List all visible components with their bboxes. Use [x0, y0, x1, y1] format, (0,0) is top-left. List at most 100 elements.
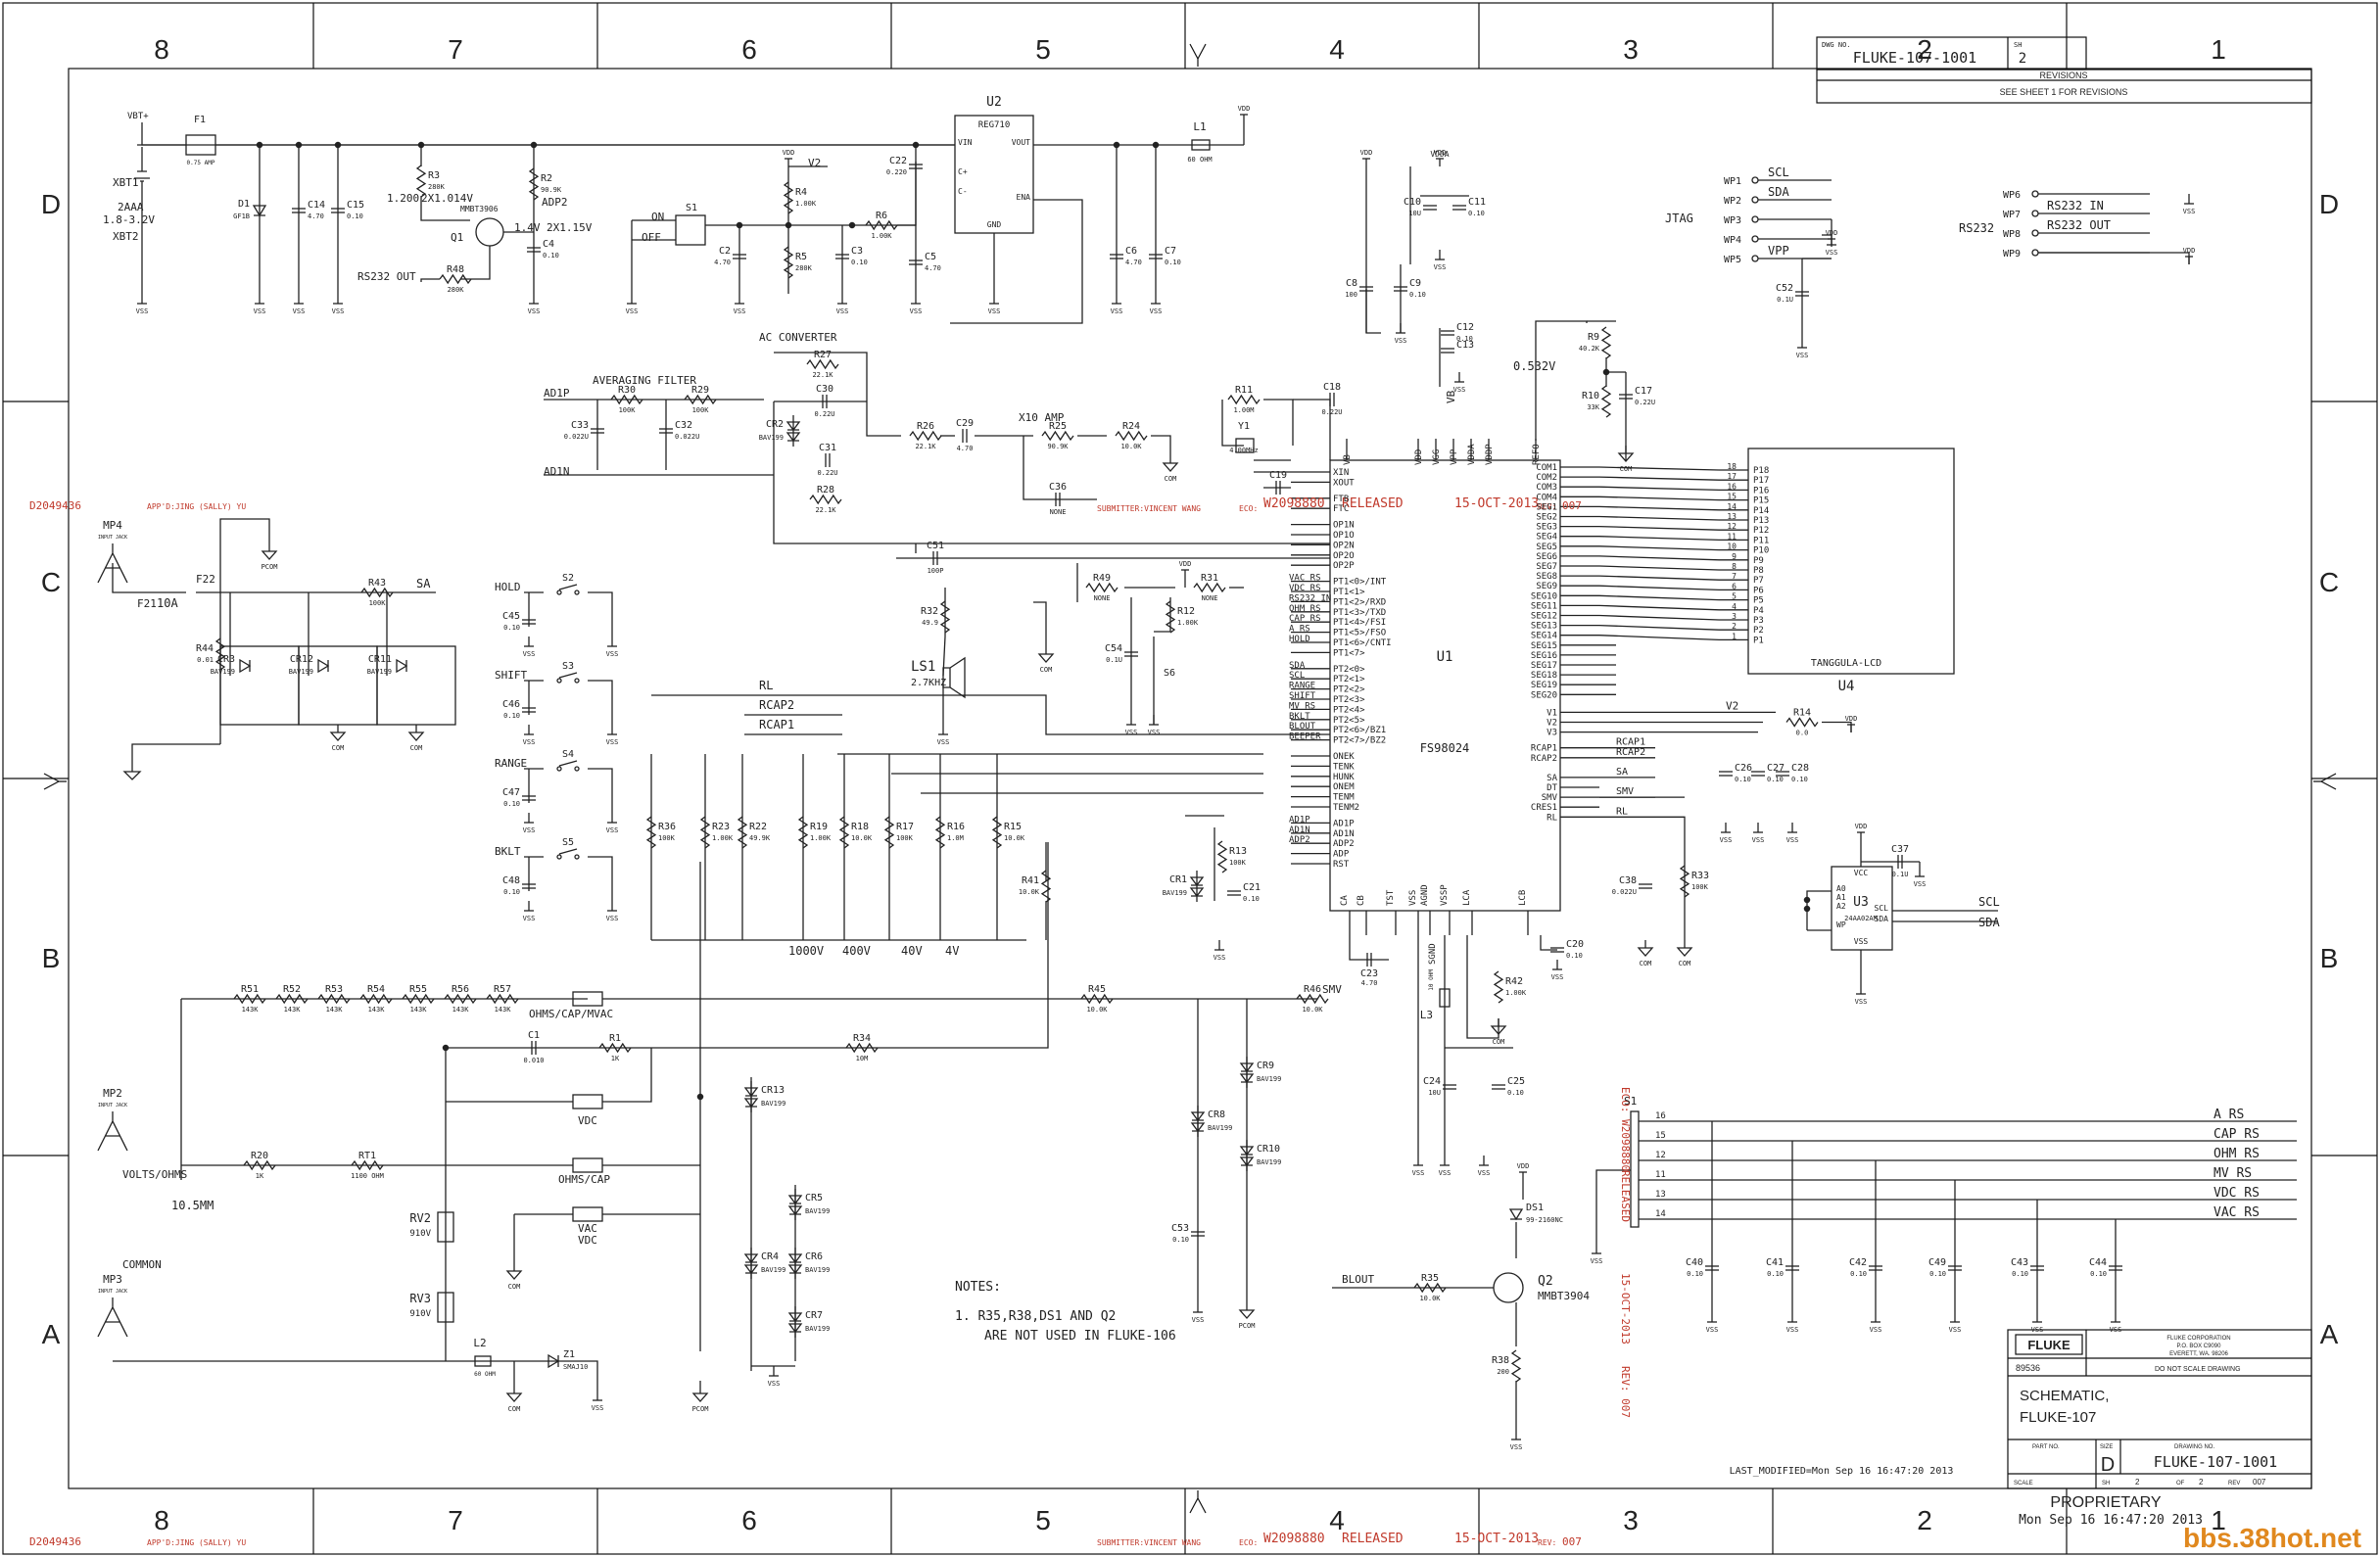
capacitor-value: 0.10: [1243, 895, 1260, 903]
resistor-r49: [1085, 582, 1119, 593]
capacitor-ref: C4: [543, 239, 554, 250]
u4-pin-label: P18: [1753, 466, 1769, 476]
diode-value: BAV199: [1208, 1124, 1232, 1132]
resistor-value: 1.00K: [871, 232, 892, 240]
switch-contact: [574, 590, 580, 595]
switch-position-label: VAC: [578, 1222, 597, 1235]
com-ground-symbol: [691, 1386, 709, 1402]
transistor-value: MMBT3904: [1538, 1290, 1590, 1302]
rotary-switch-pin: 14: [1655, 1209, 1666, 1219]
u4-pin-number: 6: [1732, 582, 1737, 590]
resistor-r35: [1413, 1282, 1447, 1294]
capacitor-value: 10U: [1408, 210, 1421, 217]
wire: [1598, 585, 1720, 591]
u2-pin-label: C+: [958, 167, 968, 176]
wire: [420, 196, 470, 221]
resistor-value: 10.0K: [1302, 1006, 1323, 1014]
doc-id-stamp: D2049436: [29, 1535, 81, 1548]
resistor-value: 1.00M: [1233, 406, 1254, 414]
resistor-r26: [909, 430, 942, 442]
com-ground-symbol: [1676, 940, 1693, 957]
watermark-text: bbs.38hot.net: [2183, 1523, 2361, 1553]
wire: [1598, 565, 1720, 571]
wire: [1598, 545, 1720, 551]
u3-pin-label: VCC: [1854, 869, 1869, 877]
com-ground-symbol: [505, 1263, 523, 1280]
rotary-switch-pin: 13: [1655, 1190, 1666, 1200]
varistor-rv3: [437, 1292, 454, 1323]
junction-dot: [334, 141, 342, 149]
wire: [942, 588, 946, 677]
resistor-ref: R17: [896, 822, 914, 832]
u1-pin-label: SEG12: [1531, 612, 1557, 622]
u4-pin-number: 14: [1727, 502, 1737, 511]
u3-pin-label: A0: [1836, 884, 1846, 893]
wire: [1598, 624, 1720, 631]
u1-pin-label: PT2<3>: [1333, 695, 1365, 705]
vss-label: VSS: [523, 915, 536, 922]
resistor-value: NONE: [1094, 594, 1111, 602]
diode-value: BAV199: [289, 668, 313, 676]
rotary-switch-pin: 15: [1655, 1131, 1666, 1141]
capacitor-value: 4.70: [957, 445, 974, 452]
u1-net-label: MV RS: [1289, 701, 1315, 711]
test-point: [1751, 215, 1759, 223]
dual-diode-cr4: [743, 1248, 759, 1279]
plot-date: Mon Sep 16 16:47:20 2013: [2019, 1513, 2203, 1528]
capacitor-value: 0.10: [1409, 291, 1426, 299]
inductor-value: 10 OHM: [1428, 969, 1435, 991]
vss-label: VSS: [606, 826, 619, 834]
diode-value: BAV199: [761, 1100, 785, 1108]
resistor-ref: R27: [814, 350, 832, 360]
resistor-value: 100K: [619, 406, 637, 414]
fuse-f1: [185, 134, 216, 156]
zone-col-label: 1: [2211, 1505, 2226, 1535]
capacitor-ref: C51: [927, 541, 944, 551]
switch-position-label: OHMS/CAP: [558, 1173, 610, 1186]
mode-switch-output: VDC RS: [2213, 1186, 2260, 1201]
u4-pin-label: P5: [1753, 596, 1764, 606]
u3-pin-label: VSS: [1854, 937, 1869, 946]
diode-ref: CR10: [1257, 1144, 1280, 1155]
resistor-value: 100K: [1691, 883, 1709, 891]
capacitor-value: 0.22U: [817, 469, 837, 477]
u1-pin-label: SEG16: [1531, 651, 1557, 661]
capacitor-value: 0.022U: [1612, 888, 1637, 896]
fuse-value: 0.75 AMP: [187, 160, 215, 166]
capacitor-value: 0.10: [2012, 1270, 2028, 1278]
vss-label: VSS: [606, 915, 619, 922]
capacitor-value: 0.022U: [564, 433, 589, 441]
dual-diode-cr10: [1239, 1140, 1255, 1171]
resistor-r6: [865, 219, 898, 231]
switch-contact: [556, 590, 562, 595]
resistor-r18: [838, 816, 850, 849]
u1-pin-label: TENM2: [1333, 803, 1359, 813]
capacitor-value: 0.10: [347, 212, 363, 220]
resistor-r38: [1510, 1349, 1522, 1383]
vss-label: VSS: [2183, 208, 2196, 215]
u3-pin-label: WP: [1836, 920, 1846, 929]
diode-ref: CR3: [217, 654, 235, 665]
u1-pin-label: COM3: [1536, 483, 1557, 493]
zone-row-label: D: [41, 189, 61, 219]
vdd-label: VDD: [1845, 715, 1858, 723]
com-label: PCOM: [262, 563, 278, 571]
com-label: COM: [1640, 960, 1652, 967]
wire: [602, 1048, 652, 1103]
u1-pin-label: RST: [1333, 860, 1350, 870]
u1-pin-label: PT2<4>: [1333, 705, 1365, 715]
u1-pin-label: PT2<2>: [1333, 685, 1365, 695]
diode-value: BAV199: [367, 668, 392, 676]
sh-value: 2: [2135, 1478, 2140, 1486]
test-point-ref: WP7: [2003, 210, 2021, 220]
battery-ref: XBT2: [113, 230, 139, 243]
fuse-ref: F21: [137, 597, 157, 610]
u1-ref: U1: [1437, 649, 1453, 665]
com-label: COM: [508, 1283, 521, 1291]
u1-pin-label: PT1<1>: [1333, 588, 1365, 597]
resistor-r31: [1193, 582, 1226, 593]
zone-col-label: 6: [741, 1505, 757, 1535]
vbt-label: VBT+: [127, 112, 149, 121]
junction-dot: [1803, 896, 1811, 904]
diode-cr12: [317, 658, 330, 674]
